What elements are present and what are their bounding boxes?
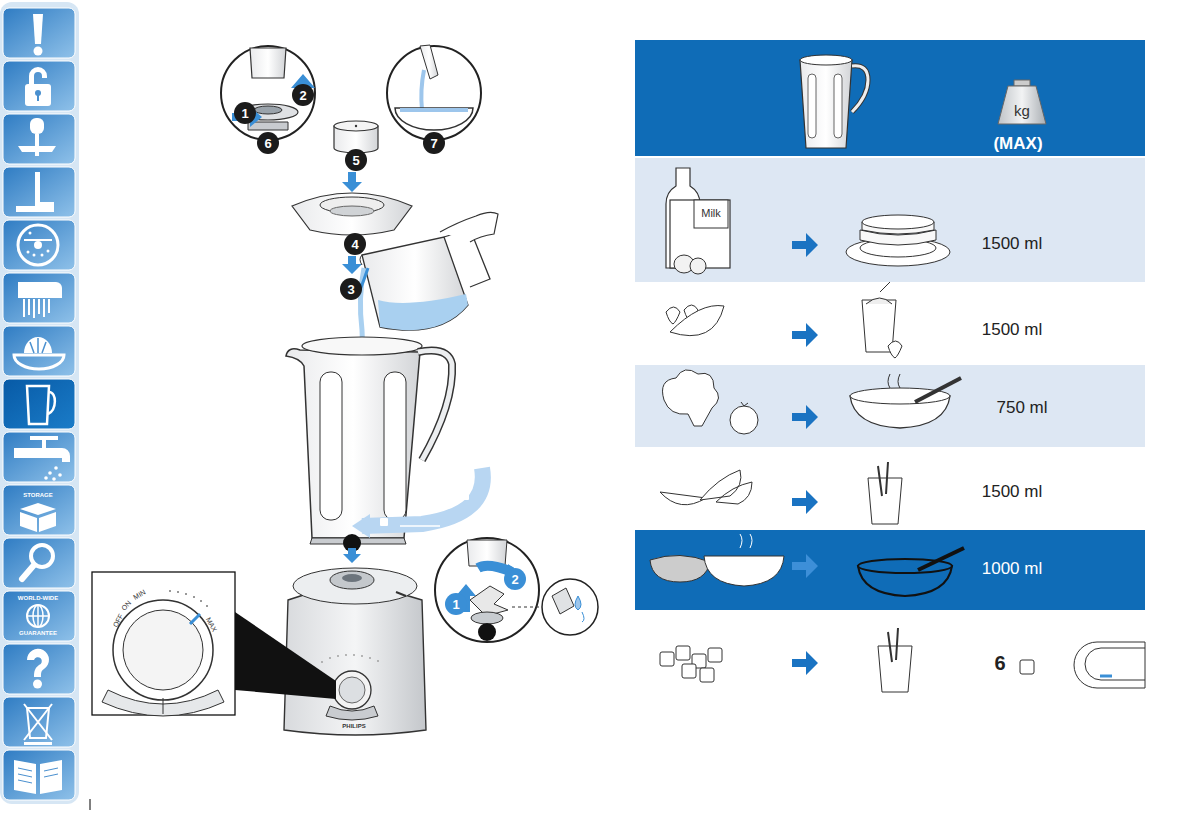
header-band: (MAX) kg [635,40,1145,156]
callout-text: 7 [430,137,437,150]
callout-text: 4 [351,238,358,251]
table-row: 1000 ml [635,530,1145,610]
band-text: kg [1014,103,1030,118]
icon-label: WORLD-WIDE [18,595,58,601]
dial-label: OFF [112,612,125,628]
callout-text: 6 [264,137,271,150]
callout-text: 1 [452,598,459,611]
callout-number: 2 [292,84,314,106]
band-text: 1500 ml [982,483,1042,500]
callout-text: 2 [511,573,518,586]
dial-label: MAX [205,616,218,633]
band-text: 1000 ml [982,560,1042,577]
callout-number: 2 [504,568,526,590]
dial-label: MIN [132,588,147,600]
callout-number: 1 [445,593,467,615]
table-row: 750 ml [635,365,1145,447]
band-text: 6 [994,653,1005,673]
callout-number: 7 [423,132,445,154]
callout-text: 1 [241,107,248,120]
brand-label: PHILIPS [342,723,365,729]
callout-number: 5 [345,149,367,171]
table-row: 1500 ml [635,447,1145,530]
table-row: 1500 ml [635,283,1145,365]
callout-number: 1 [234,102,256,124]
icon-label: GUARANTEE [19,630,57,636]
callout-number: 4 [344,233,366,255]
callout-number: 6 [257,132,279,154]
callout-number: 3 [340,278,362,300]
table-row: 1500 ml [635,158,1145,282]
bottle-label: Milk [701,208,721,219]
dial-label: ON [120,599,132,611]
band-text: 1500 ml [982,321,1042,338]
callout-text: 5 [352,154,359,167]
callout-text: 3 [347,283,354,296]
weight-icon: kg [998,78,1048,126]
table-row: 6 [635,610,1145,700]
band-text: 1500 ml [982,235,1042,252]
band-text: (MAX) [993,135,1042,152]
callout-text: 2 [299,89,306,102]
icon-label: STORAGE [23,492,53,498]
band-text: 750 ml [996,399,1047,416]
